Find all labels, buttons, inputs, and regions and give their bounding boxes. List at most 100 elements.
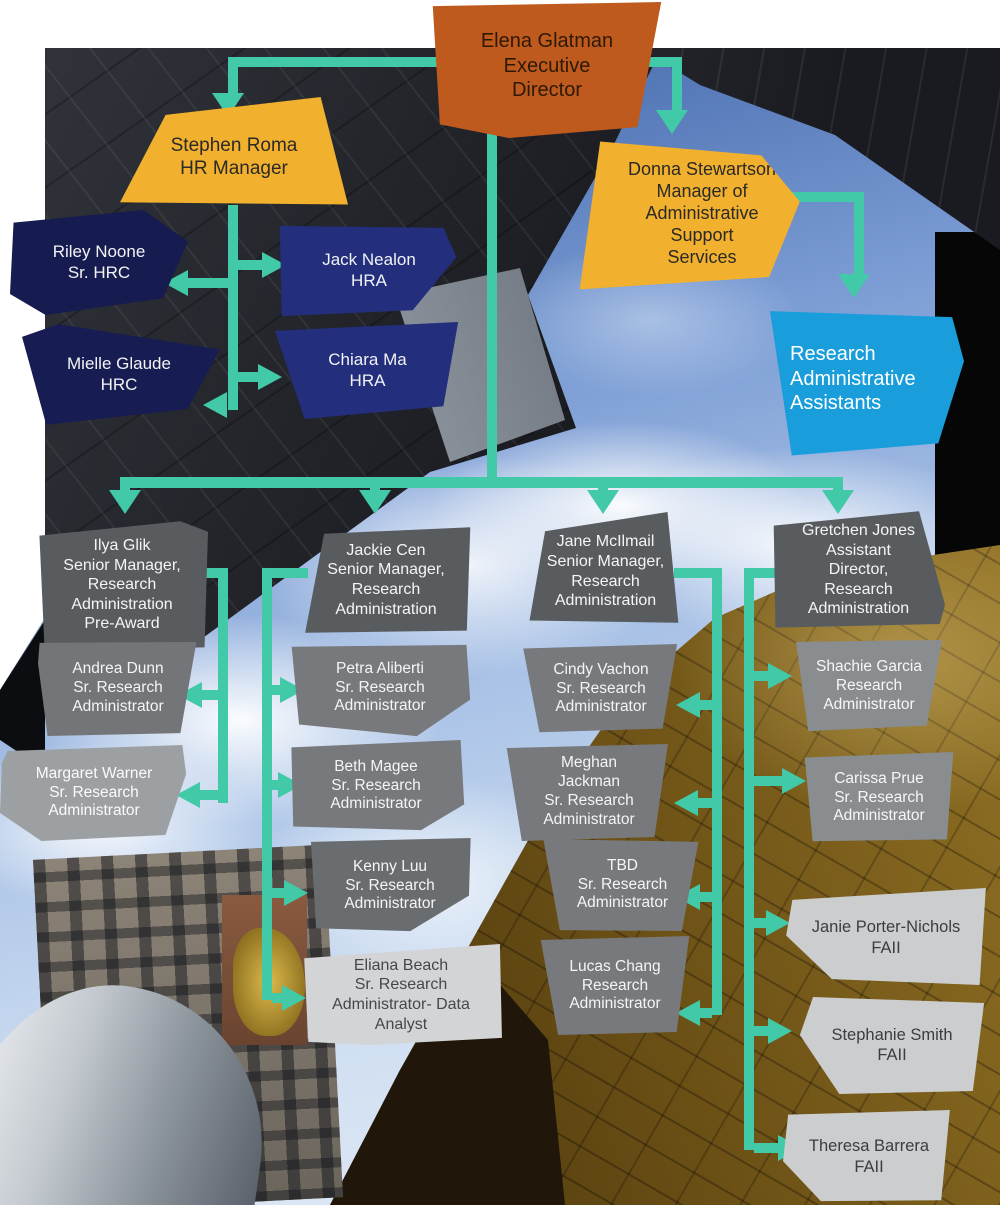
person-role: Executive Director bbox=[503, 54, 591, 102]
org-node-gretchen-jones: Gretchen Jones Assistant Director, Resea… bbox=[773, 511, 945, 628]
connector-arrow-to-carissa bbox=[782, 768, 806, 794]
connector-arrow-to-mielle bbox=[203, 392, 227, 418]
org-node-beth-magee: Beth Magee Sr. Research Administrator bbox=[291, 740, 465, 831]
person-role: FAII bbox=[854, 1157, 884, 1176]
connector-elena-main-v bbox=[487, 130, 497, 482]
org-node-meghan-jackman: Meghan Jackman Sr. Research Administrato… bbox=[506, 744, 668, 841]
connector-gretchen-carissa-h bbox=[754, 776, 784, 786]
group-name: Research Administrative Assistants bbox=[790, 343, 916, 415]
connector-arrow-to-raa bbox=[838, 274, 870, 298]
org-node-margaret-warner: Margaret Warner Sr. Research Administrat… bbox=[0, 745, 187, 841]
person-role: Sr. Research Administrator bbox=[543, 792, 635, 828]
person-name: Gretchen Jones bbox=[802, 522, 915, 540]
org-node-jane-mcilmail: Jane McIlmail Senior Manager, Research A… bbox=[529, 512, 679, 623]
org-node-elena-glatman: Elena Glatman Executive Director bbox=[432, 2, 662, 138]
person-role: Manager of Administrative Support Servic… bbox=[645, 181, 759, 267]
org-node-ilya-glik: Ilya Glik Senior Manager, Research Admin… bbox=[39, 521, 208, 650]
person-name: Cindy Vachon bbox=[553, 660, 649, 678]
person-name: Beth Magee bbox=[334, 757, 418, 775]
person-role: HRA bbox=[351, 271, 387, 290]
person-role: Sr. Research Administrator bbox=[334, 678, 426, 715]
connector-elena-stephen-h bbox=[228, 57, 463, 67]
connector-jackie-eliana-h bbox=[272, 993, 284, 1003]
connector-arrow-to-donna bbox=[656, 110, 688, 134]
connector-gretchen-janie-h bbox=[754, 918, 768, 928]
person-role: Sr. Research Administrator bbox=[344, 876, 436, 913]
person-role: Sr. Research Administrator bbox=[48, 783, 140, 820]
connector-gretchen-v bbox=[744, 568, 754, 1150]
person-role: FAII bbox=[877, 1046, 907, 1064]
person-name: Lucas Chang bbox=[569, 957, 661, 975]
org-node-chiara-ma: Chiara Ma HRA bbox=[275, 322, 459, 420]
person-name: Margaret Warner bbox=[35, 764, 153, 782]
connector-main-bar bbox=[120, 477, 843, 488]
person-name: Theresa Barrera bbox=[808, 1137, 930, 1156]
org-node-eliana-beach: Eliana Beach Sr. Research Administrator-… bbox=[304, 944, 502, 1045]
connector-jackie-v bbox=[262, 568, 272, 1000]
person-name: Eliana Beach bbox=[353, 956, 449, 974]
person-role: Senior Manager, Research Administration bbox=[546, 552, 665, 610]
org-node-petra-aliberti: Petra Aliberti Sr. Research Administrato… bbox=[291, 644, 471, 737]
person-name: Stephanie Smith bbox=[831, 1025, 953, 1044]
person-name: Kenny Luu bbox=[352, 857, 428, 875]
org-node-research-administrative-assistants: Research Administrative Assistants bbox=[769, 311, 964, 456]
person-role: Research Administrator bbox=[823, 677, 915, 713]
person-name: Janie Porter-Nichols bbox=[811, 918, 961, 937]
org-node-andrea-dunn: Andrea Dunn Sr. Research Administrator bbox=[38, 641, 197, 737]
person-name: Mielle Glaude bbox=[67, 354, 171, 374]
person-name: Ilya Glik bbox=[93, 537, 151, 555]
person-name: Chiara Ma bbox=[328, 350, 407, 370]
person-role: Assistant Director, Research Administrat… bbox=[807, 541, 910, 618]
person-name: Shachie Garcia bbox=[816, 658, 922, 676]
org-node-theresa-barrera: Theresa Barrera FAII bbox=[783, 1110, 950, 1202]
person-role: HRA bbox=[349, 371, 386, 390]
org-node-donna-stewartson: Donna Stewartson Manager of Administrati… bbox=[579, 141, 800, 290]
connector-arrow-to-jane bbox=[587, 490, 619, 514]
org-node-shachie-garcia: Shachie Garcia Research Administrator bbox=[796, 640, 942, 732]
person-role: FAII bbox=[871, 938, 901, 957]
connector-gretchen-shachie-h bbox=[754, 671, 770, 681]
connector-jackie-kenny-h bbox=[272, 888, 286, 898]
person-role: Sr. Research Administrator bbox=[555, 679, 647, 716]
person-role: Research Administrator bbox=[569, 976, 661, 1013]
connector-donna-raa-v bbox=[854, 192, 864, 276]
connector-stephen-chiara-h bbox=[238, 372, 260, 382]
org-node-jackie-cen: Jackie Cen Senior Manager, Research Admi… bbox=[305, 527, 471, 633]
person-name: Meghan Jackman bbox=[557, 754, 621, 791]
connector-jane-tbd-h bbox=[700, 892, 712, 902]
connector-arrow-to-stephanie bbox=[768, 1018, 792, 1044]
person-name: TBD bbox=[607, 856, 638, 874]
person-name: Jack Nealon bbox=[322, 250, 416, 270]
connector-stephen-riley-h bbox=[188, 278, 228, 288]
connector-gretchen-stephanie-h bbox=[754, 1026, 770, 1036]
connector-gretchen-stub bbox=[744, 568, 778, 578]
connector-elena-donna-v bbox=[672, 57, 682, 112]
connector-ilya-stub bbox=[192, 568, 228, 578]
connector-stephen-v bbox=[228, 205, 238, 410]
connector-elena-stephen-v bbox=[228, 57, 238, 97]
connector-arrow-to-meghan bbox=[674, 790, 698, 816]
connector-arrow-to-jackie bbox=[359, 490, 391, 514]
connector-jackie-petra-h bbox=[272, 685, 282, 695]
person-name: Jane McIlmail bbox=[556, 533, 655, 551]
person-name: Stephen Roma bbox=[170, 134, 298, 156]
connector-arrow-to-chiara bbox=[258, 364, 282, 390]
person-role: Sr. Research Administrator bbox=[833, 788, 925, 825]
org-node-tbd: TBD Sr. Research Administrator bbox=[543, 838, 699, 932]
org-node-riley-noone: Riley Noone Sr. HRC bbox=[10, 210, 188, 315]
connector-ilya-v bbox=[218, 568, 228, 803]
connector-arrow-to-cindy bbox=[676, 692, 700, 718]
connector-donna-raa-h bbox=[778, 192, 864, 202]
person-name: Carissa Prue bbox=[834, 769, 924, 787]
connector-jane-cindy-h bbox=[700, 700, 712, 710]
connector-arrow-to-gretchen bbox=[822, 490, 854, 514]
connector-ilya-margaret-h bbox=[200, 790, 218, 800]
connector-arrow-to-eliana bbox=[282, 985, 306, 1011]
connector-stephen-jack-h bbox=[238, 260, 264, 270]
person-role: Sr. Research Administrator- Data Analyst bbox=[332, 976, 470, 1033]
person-name: Elena Glatman bbox=[480, 30, 614, 53]
person-name: Andrea Dunn bbox=[72, 660, 164, 678]
connector-ilya-andrea-h bbox=[202, 690, 218, 700]
connector-arrow-to-ilya bbox=[109, 490, 141, 514]
